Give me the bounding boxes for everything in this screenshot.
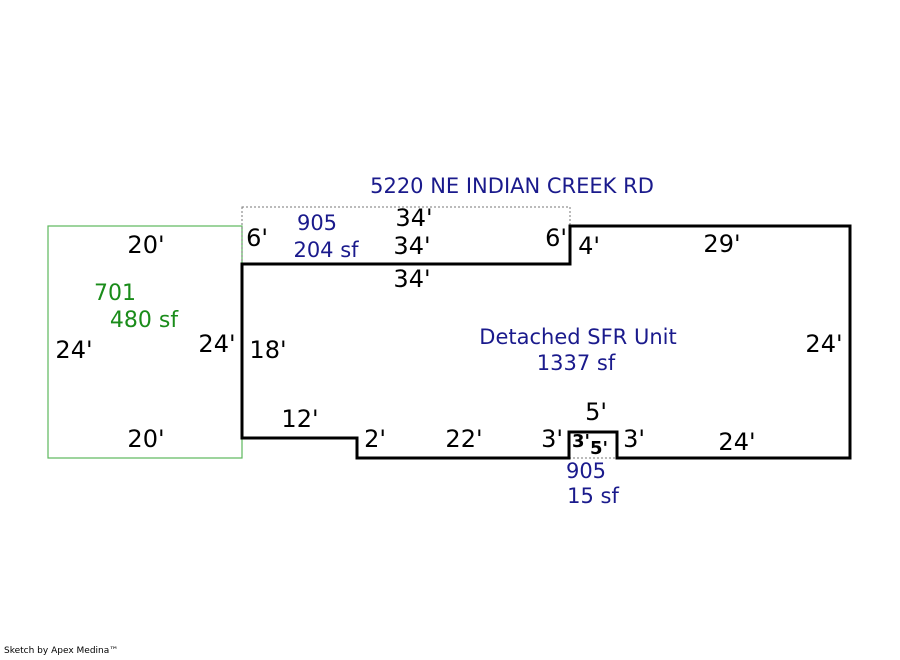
dim-label: 20' [127, 425, 164, 453]
dim-label: 24' [55, 336, 92, 364]
main-area-size: 1337 sf [537, 351, 616, 375]
sketch-credit: Sketch by Apex Medina™ [4, 646, 119, 656]
dim-label: 6' [545, 224, 567, 252]
dim-label: 2' [364, 425, 386, 453]
dim-label: 24' [718, 428, 755, 456]
main-area-name: Detached SFR Unit [479, 325, 676, 349]
porch-top-code: 905 [297, 211, 337, 235]
dim-label: 5' [590, 438, 608, 459]
dim-label: 34' [393, 232, 430, 260]
dim-label: 24' [198, 330, 235, 358]
dim-label: 18' [249, 336, 286, 364]
dim-label: 20' [127, 231, 164, 259]
dim-label: 34' [393, 265, 430, 293]
dim-label: 4' [578, 232, 600, 260]
garage-code: 701 [94, 281, 136, 306]
dim-label: 22' [445, 425, 482, 453]
main-building-outline [240, 224, 852, 460]
address-title: 5220 NE INDIAN CREEK RD [370, 174, 654, 198]
garage-area: 480 sf [110, 308, 179, 333]
porch-top-area: 204 sf [293, 238, 359, 262]
dim-label: 12' [281, 405, 318, 433]
porch-bottom-code: 905 [566, 459, 606, 483]
dim-label: 3' [541, 425, 563, 453]
dim-label: 3' [572, 431, 590, 452]
dim-label: 6' [246, 224, 268, 252]
dim-label: 5' [585, 398, 607, 426]
dim-label: 34' [395, 204, 432, 232]
dim-label: 29' [703, 230, 740, 258]
porch-bottom-area: 15 sf [567, 484, 619, 508]
dim-label: 24' [805, 330, 842, 358]
dim-label: 3' [623, 425, 645, 453]
